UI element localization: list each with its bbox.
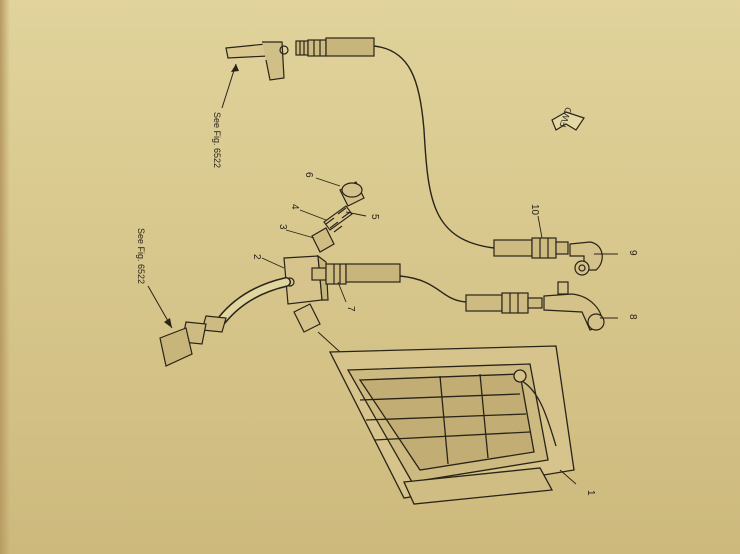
upper-cable-fitting [295,37,375,57]
callout-leaders [261,177,618,485]
tee-lower-fitting [293,303,321,333]
callout-6: 6 [303,172,314,178]
upper-cable-bracket [225,41,289,81]
fwd-arrow [551,111,585,131]
spring-part-4-5 [323,205,353,233]
callout-7: 7 [345,306,356,312]
sensor-part-10 [493,237,569,259]
lower-left-fitting [159,315,227,367]
ref-label-top: See Fig. 6522 [212,112,222,168]
cap-part-6 [339,181,365,207]
callout-10: 10 [529,204,540,216]
oil-cooler-1 [328,345,575,505]
sensor-part-8-cable-end [465,292,543,314]
callout-3: 3 [277,224,288,230]
elbow-fitting-9 [569,241,603,276]
elbow-fitting-8 [543,281,605,331]
nut-part-3 [311,227,335,253]
page-edge-shadow [0,0,10,554]
callout-2: 2 [251,254,262,260]
ref-label-left: See Fig. 6522 [136,228,146,284]
temperature-cable-lower [399,275,467,303]
callout-9: 9 [627,250,638,256]
connector-part-7 [311,263,401,285]
callout-4: 4 [289,204,300,210]
callout-8: 8 [627,314,638,320]
callout-1: 1 [585,490,596,496]
callout-5: 5 [369,214,380,220]
temperature-cable-upper [373,45,495,249]
